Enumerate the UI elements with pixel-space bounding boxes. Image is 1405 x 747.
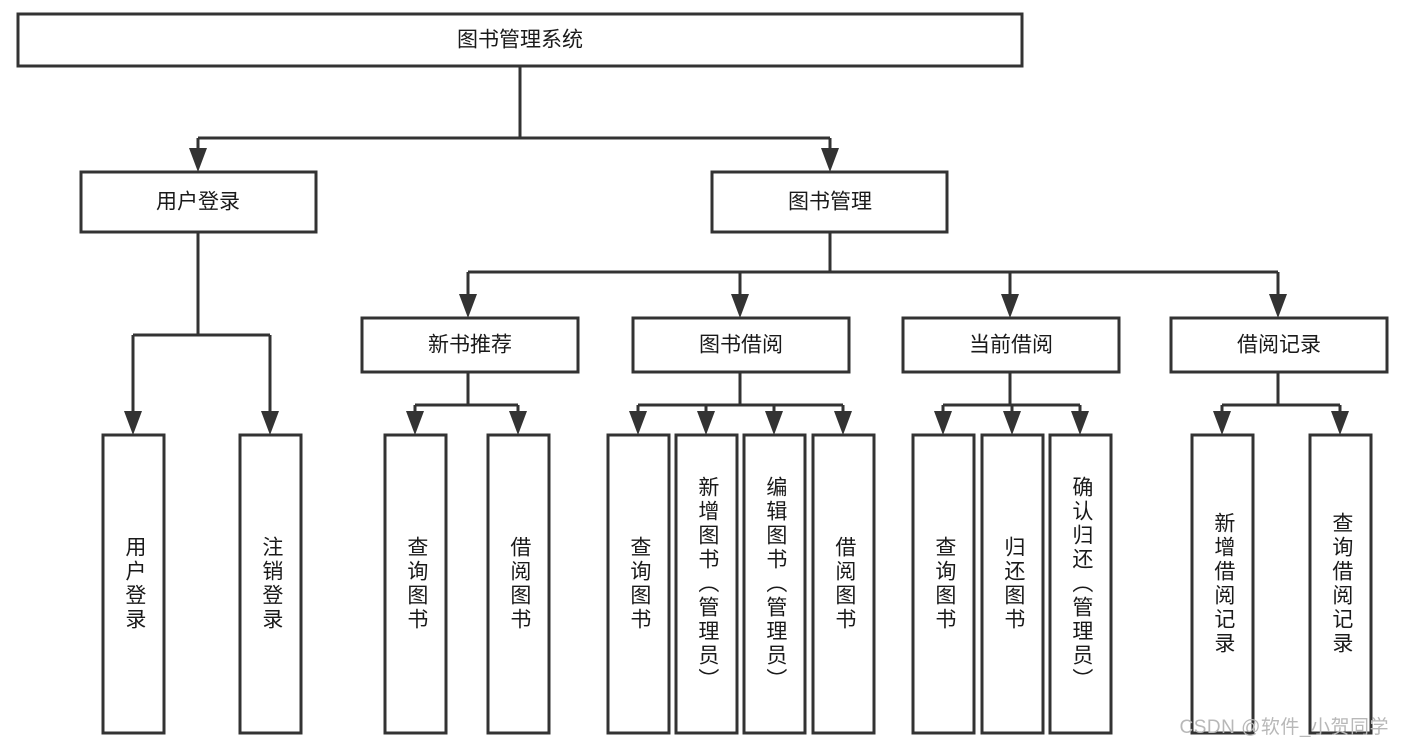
label-user-login: 用户登录: [156, 191, 240, 214]
node-book-borrow[interactable]: [631, 316, 851, 374]
connector-book-borrow-to-leaves: [636, 372, 845, 417]
arrow-head-leaf-confirm-return: [1071, 411, 1089, 435]
arrow-head-leaf-logout: [261, 411, 279, 435]
arrow-head-to-new-book: [459, 294, 477, 318]
arrow-head-leaf-user-login: [124, 411, 142, 435]
leaf-query-book-borrow[interactable]: [606, 433, 671, 735]
label-book-manage: 图书管理: [788, 191, 872, 214]
connector-root-to-level2: [196, 66, 832, 154]
label-book-borrow: 图书借阅: [699, 334, 783, 357]
leaf-edit-book-admin[interactable]: [742, 433, 807, 735]
arrow-head-leaf-edit-book: [765, 411, 783, 435]
leaf-add-book-admin[interactable]: [674, 433, 739, 735]
node-borrow-record[interactable]: [1169, 316, 1389, 374]
leaf-add-borrow-record[interactable]: [1190, 433, 1255, 735]
connector-new-book-to-leaves: [413, 372, 520, 417]
node-user-login[interactable]: [79, 170, 318, 234]
label-new-book-recommend: 新书推荐: [428, 334, 512, 357]
arrow-head-to-book-manage: [821, 148, 839, 172]
label-root-system: 图书管理系统: [457, 29, 583, 52]
node-new-book-recommend[interactable]: [360, 316, 580, 374]
leaf-query-book-recommend[interactable]: [383, 433, 448, 735]
label-borrow-record: 借阅记录: [1237, 334, 1321, 357]
arrow-head-leaf-query-book-3: [934, 411, 952, 435]
arrow-head-to-current-borrow: [1001, 294, 1019, 318]
node-root-system[interactable]: [16, 12, 1024, 68]
leaf-borrow-book-borrow[interactable]: [811, 433, 876, 735]
arrow-head-leaf-borrow-book-1: [509, 411, 527, 435]
arrow-head-to-book-borrow: [731, 294, 749, 318]
leaf-query-book-current[interactable]: [911, 433, 976, 735]
leaf-logout-login[interactable]: [238, 433, 303, 735]
arrow-head-leaf-query-book-2: [629, 411, 647, 435]
leaf-confirm-return-admin[interactable]: [1048, 433, 1113, 735]
arrow-head-leaf-borrow-book-2: [834, 411, 852, 435]
arrow-head-leaf-add-record: [1213, 411, 1231, 435]
connector-book-manage-to-level3: [466, 232, 1280, 300]
arrow-head-leaf-query-record: [1331, 411, 1349, 435]
node-current-borrow[interactable]: [901, 316, 1121, 374]
leaf-user-login[interactable]: [101, 433, 166, 735]
arrow-head-leaf-add-book: [697, 411, 715, 435]
arrow-head-leaf-return-book: [1003, 411, 1021, 435]
leaf-borrow-book-recommend[interactable]: [486, 433, 551, 735]
connector-current-borrow-to-leaves: [941, 372, 1082, 417]
arrow-head-to-borrow-record: [1269, 294, 1287, 318]
connector-borrow-record-to-leaves: [1220, 372, 1342, 417]
arrow-head-to-user-login: [189, 148, 207, 172]
watermark-text: CSDN @软件_小贺同学: [1179, 717, 1389, 738]
leaf-query-borrow-record[interactable]: [1308, 433, 1373, 735]
connector-user-login-to-leaves: [131, 232, 272, 417]
arrow-head-leaf-query-book-1: [406, 411, 424, 435]
label-current-borrow: 当前借阅: [969, 334, 1053, 357]
node-book-manage[interactable]: [710, 170, 949, 234]
leaf-return-book[interactable]: [980, 433, 1045, 735]
